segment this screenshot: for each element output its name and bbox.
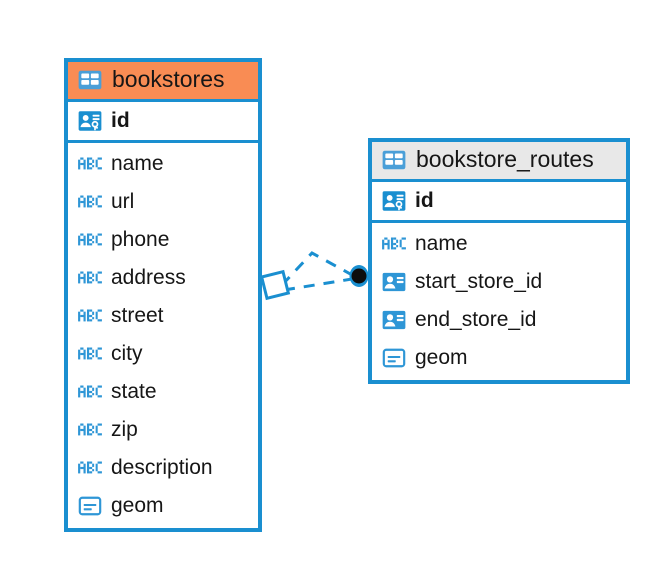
field-row-state[interactable]: state <box>68 373 258 411</box>
field-row-geom[interactable]: geom <box>372 339 626 377</box>
field-list: name url <box>68 143 258 528</box>
field-label: name <box>415 232 468 256</box>
field-label: phone <box>111 228 170 252</box>
field-row-street[interactable]: street <box>68 297 258 335</box>
field-label: start_store_id <box>415 270 543 294</box>
entity-header[interactable]: bookstore_routes <box>372 142 626 179</box>
field-row-id[interactable]: id <box>372 182 626 220</box>
geometry-type-icon <box>78 496 102 516</box>
field-label: state <box>111 380 157 404</box>
field-row-name[interactable]: name <box>68 145 258 183</box>
entity-bookstores[interactable]: bookstores id <box>64 58 262 532</box>
field-label: address <box>111 266 186 290</box>
relationship-line-upper <box>280 251 355 287</box>
text-type-icon <box>78 461 102 474</box>
field-row-city[interactable]: city <box>68 335 258 373</box>
field-row-end-store-id[interactable]: end_store_id <box>372 301 626 339</box>
field-label: url <box>111 190 135 214</box>
field-row-start-store-id[interactable]: start_store_id <box>372 263 626 301</box>
field-row-address[interactable]: address <box>68 259 258 297</box>
primary-key-block: id <box>68 99 258 143</box>
field-row-url[interactable]: url <box>68 183 258 221</box>
field-row-id[interactable]: id <box>68 102 258 140</box>
field-label: street <box>111 304 164 328</box>
text-type-icon <box>78 233 102 246</box>
field-row-zip[interactable]: zip <box>68 411 258 449</box>
field-row-phone[interactable]: phone <box>68 221 258 259</box>
table-icon <box>78 70 102 90</box>
field-row-name[interactable]: name <box>372 225 626 263</box>
geometry-type-icon <box>382 348 406 368</box>
foreign-key-icon <box>382 272 406 292</box>
field-label: id <box>111 109 130 133</box>
primary-key-icon <box>78 111 102 131</box>
text-type-icon <box>382 237 406 250</box>
filled-circle-marker <box>349 265 369 287</box>
diamond-outline-marker <box>259 269 291 301</box>
entity-title: bookstores <box>112 66 225 93</box>
field-label: id <box>415 189 434 213</box>
field-list: name start_store_id <box>372 223 626 380</box>
field-label: geom <box>415 346 468 370</box>
field-label: description <box>111 456 213 480</box>
foreign-key-icon <box>382 310 406 330</box>
entity-header[interactable]: bookstores <box>68 62 258 99</box>
text-type-icon <box>78 157 102 170</box>
text-type-icon <box>78 309 102 322</box>
field-label: name <box>111 152 164 176</box>
entity-title: bookstore_routes <box>416 146 594 173</box>
text-type-icon <box>78 385 102 398</box>
field-label: end_store_id <box>415 308 537 332</box>
field-row-description[interactable]: description <box>68 449 258 487</box>
field-label: city <box>111 342 143 366</box>
text-type-icon <box>78 423 102 436</box>
field-label: geom <box>111 494 164 518</box>
field-row-geom[interactable]: geom <box>68 487 258 525</box>
text-type-icon <box>78 347 102 360</box>
text-type-icon <box>78 271 102 284</box>
text-type-icon <box>78 195 102 208</box>
relationship-line-lower <box>283 277 353 292</box>
entity-bookstore-routes[interactable]: bookstore_routes id <box>368 138 630 384</box>
primary-key-icon <box>382 191 406 211</box>
field-label: zip <box>111 418 138 442</box>
table-icon <box>382 150 406 170</box>
primary-key-block: id <box>372 179 626 223</box>
